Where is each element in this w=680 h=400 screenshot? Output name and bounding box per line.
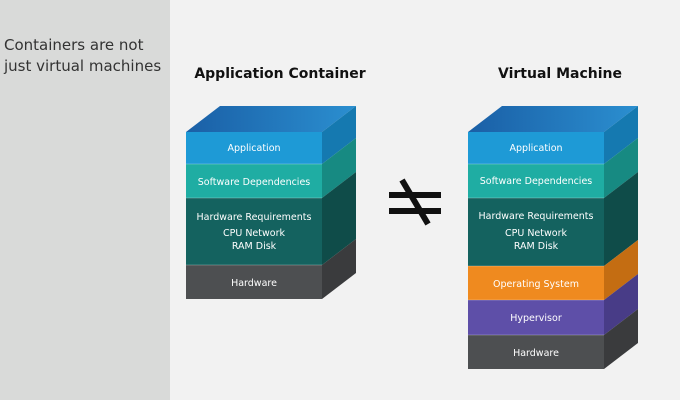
right-layer-software-dependencies-label: Software Dependencies <box>480 176 593 187</box>
right-layer-hardware-requirements: Hardware Requirements CPU Network RAM Di… <box>468 172 638 266</box>
sidebar-panel: Containers are not just virtual machines <box>0 0 170 400</box>
virtual-machine-stack: Application Software Dependencies Hardwa… <box>468 106 638 369</box>
virtual-machine-title: Virtual Machine <box>498 66 622 82</box>
left-layer-software-dependencies-label: Software Dependencies <box>198 177 311 188</box>
right-layer-hardware-requirements-sub2: RAM Disk <box>514 241 559 252</box>
application-container-stack: Application Software Dependencies Hardwa… <box>186 106 356 299</box>
not-equal-symbol <box>389 178 441 226</box>
right-layer-hardware-requirements-sub1: CPU Network <box>505 228 567 239</box>
left-layer-hardware-requirements: Hardware Requirements CPU Network RAM Di… <box>186 172 356 265</box>
left-layer-application: Application <box>186 106 356 164</box>
right-layer-operating-system-label: Operating System <box>493 279 579 290</box>
left-stack-top-face <box>186 106 356 132</box>
application-container-title: Application Container <box>194 66 366 82</box>
right-layer-application: Application <box>468 106 638 164</box>
left-layer-software-dependencies: Software Dependencies <box>186 138 356 198</box>
sidebar-caption: Containers are not just virtual machines <box>4 36 162 75</box>
left-layer-hardware-requirements-sub1: CPU Network <box>223 228 285 239</box>
right-stack-top-face <box>468 106 638 132</box>
left-layer-hardware-requirements-label: Hardware Requirements <box>197 212 312 223</box>
left-layer-hardware-requirements-sub2: RAM Disk <box>232 241 277 252</box>
right-layer-hypervisor: Hypervisor <box>468 274 638 335</box>
right-layer-hardware-label: Hardware <box>513 348 559 359</box>
right-layer-application-label: Application <box>509 143 562 154</box>
right-layer-hypervisor-label: Hypervisor <box>510 313 562 324</box>
right-layer-operating-system: Operating System <box>468 240 638 300</box>
left-layer-application-label: Application <box>227 143 280 154</box>
right-layer-hardware: Hardware <box>468 309 638 369</box>
right-layer-hardware-requirements-label: Hardware Requirements <box>479 211 594 222</box>
right-layer-software-dependencies: Software Dependencies <box>468 138 638 198</box>
left-layer-hardware-label: Hardware <box>231 278 277 289</box>
left-layer-hardware: Hardware <box>186 239 356 299</box>
